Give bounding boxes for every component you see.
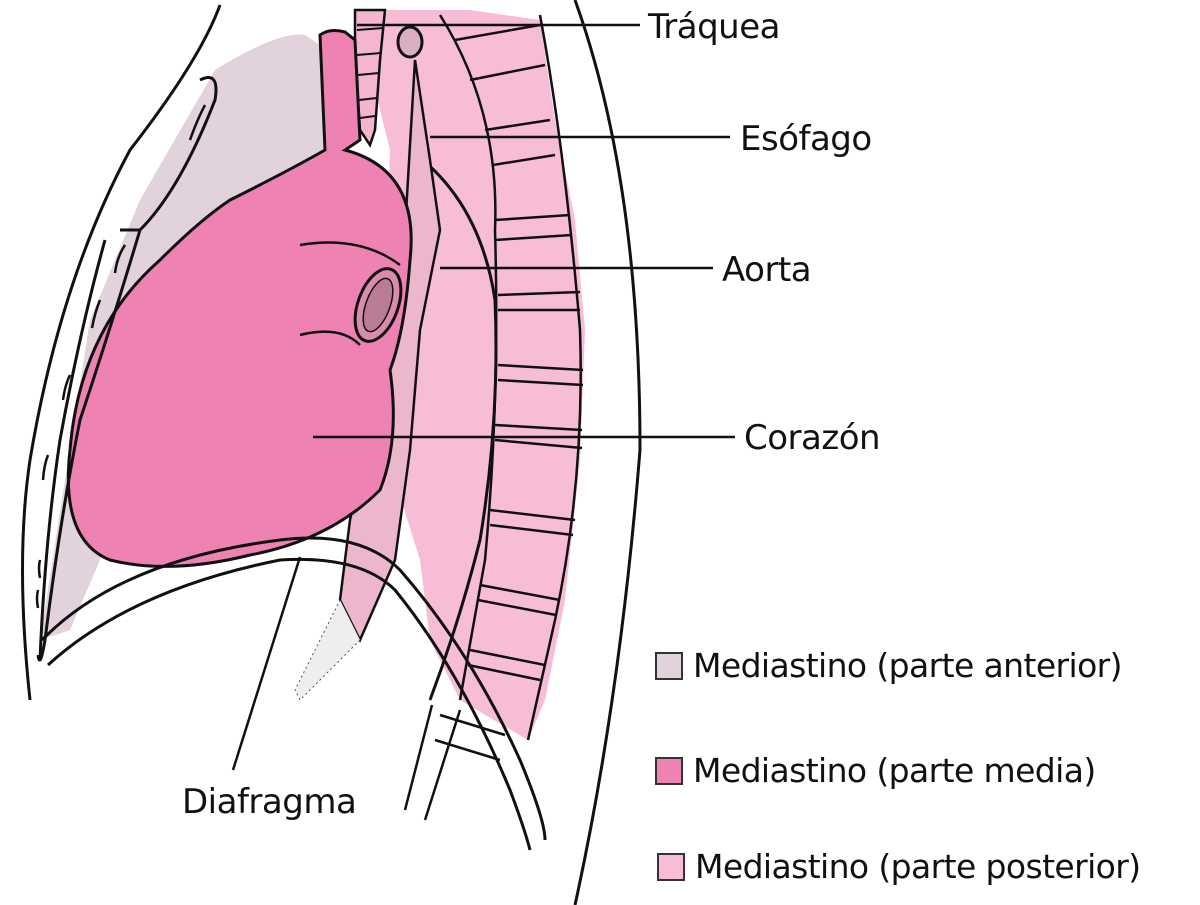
diaphragm bbox=[40, 536, 547, 851]
legend-label-posterior: Mediastino (parte posterior) bbox=[695, 847, 1141, 886]
spine-vertebrae bbox=[434, 14, 584, 762]
label-traquea: Tráquea bbox=[648, 7, 780, 47]
legend-label-media: Mediastino (parte media) bbox=[693, 751, 1096, 790]
leader-lines bbox=[231, 23, 735, 771]
rib-marks bbox=[35, 104, 207, 609]
chest-wall bbox=[21, 4, 222, 701]
legend-item-anterior: Mediastino (parte anterior) bbox=[655, 646, 1123, 685]
trachea-ring bbox=[396, 25, 424, 59]
back-outline bbox=[573, 0, 642, 905]
heart bbox=[66, 29, 413, 568]
label-diafragma: Diafragma bbox=[182, 782, 357, 822]
label-esofago: Esófago bbox=[740, 119, 872, 159]
label-aorta: Aorta bbox=[722, 250, 812, 290]
legend-label-anterior: Mediastino (parte anterior) bbox=[693, 646, 1123, 685]
legend-item-media: Mediastino (parte media) bbox=[655, 751, 1096, 790]
legend-swatch-posterior bbox=[657, 852, 685, 881]
legend-swatch-anterior bbox=[655, 651, 683, 680]
descending-aorta bbox=[409, 148, 498, 701]
label-corazon: Corazón bbox=[744, 418, 881, 458]
legend-swatch-media bbox=[655, 756, 683, 785]
leader-diafragma bbox=[231, 556, 302, 771]
legend-item-posterior: Mediastino (parte posterior) bbox=[657, 847, 1141, 886]
